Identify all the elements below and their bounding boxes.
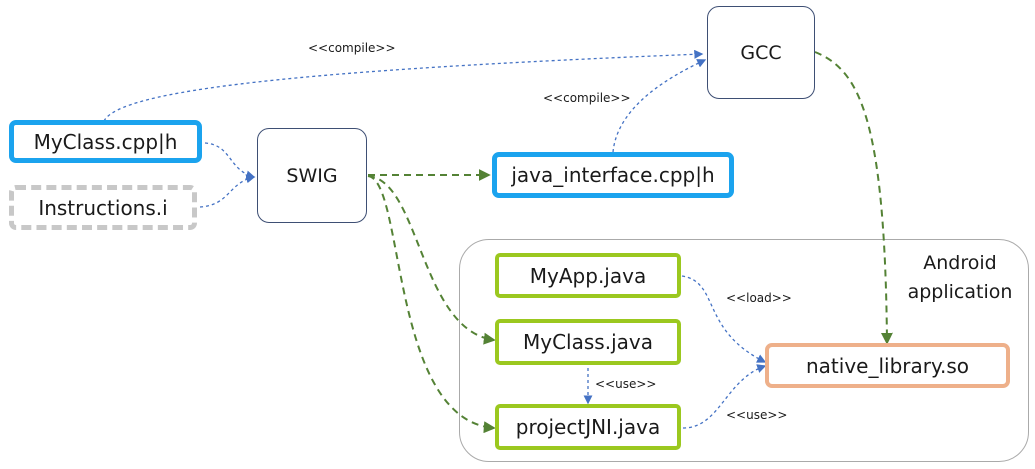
native-library-node: native_library.so: [765, 343, 1010, 388]
edge-myapp-to-native-library: [681, 275, 767, 363]
java-interface-node: java_interface.cpp|h: [492, 152, 734, 198]
edge-swig-to-myclass-java: [367, 175, 496, 345]
edge-swig-to-projectjni: [367, 175, 496, 434]
edge-label-compile-mid: <<compile>>: [542, 91, 632, 105]
edge-label-compile-top: <<compile>>: [307, 41, 397, 55]
android-application-label: Android application: [907, 252, 1013, 303]
myclass-java-node: MyClass.java: [495, 319, 681, 365]
edge-instructions-to-swig: [199, 174, 256, 208]
myclass-cpp-node: MyClass.cpp|h: [9, 120, 202, 163]
edge-label-use-down: <<use>>: [594, 377, 658, 391]
edge-projectjni-to-native-library: [682, 364, 767, 429]
android-application-container: [459, 239, 1029, 462]
edge-label-use-right: <<use>>: [725, 408, 789, 422]
projectjni-java-node: projectJNI.java: [495, 404, 681, 450]
edge-myclass-cpp-to-gcc: [103, 49, 704, 122]
swig-node: SWIG: [257, 128, 367, 223]
gcc-node: GCC: [707, 6, 815, 99]
edge-java-interface-to-gcc: [612, 59, 707, 153]
instructions-node: Instructions.i: [9, 185, 197, 230]
edge-label-load: <<load>>: [725, 291, 793, 305]
edge-myclass-cpp-to-swig: [204, 142, 256, 180]
edge-gcc-to-native-library: [814, 51, 893, 345]
myapp-java-node: MyApp.java: [495, 253, 681, 298]
